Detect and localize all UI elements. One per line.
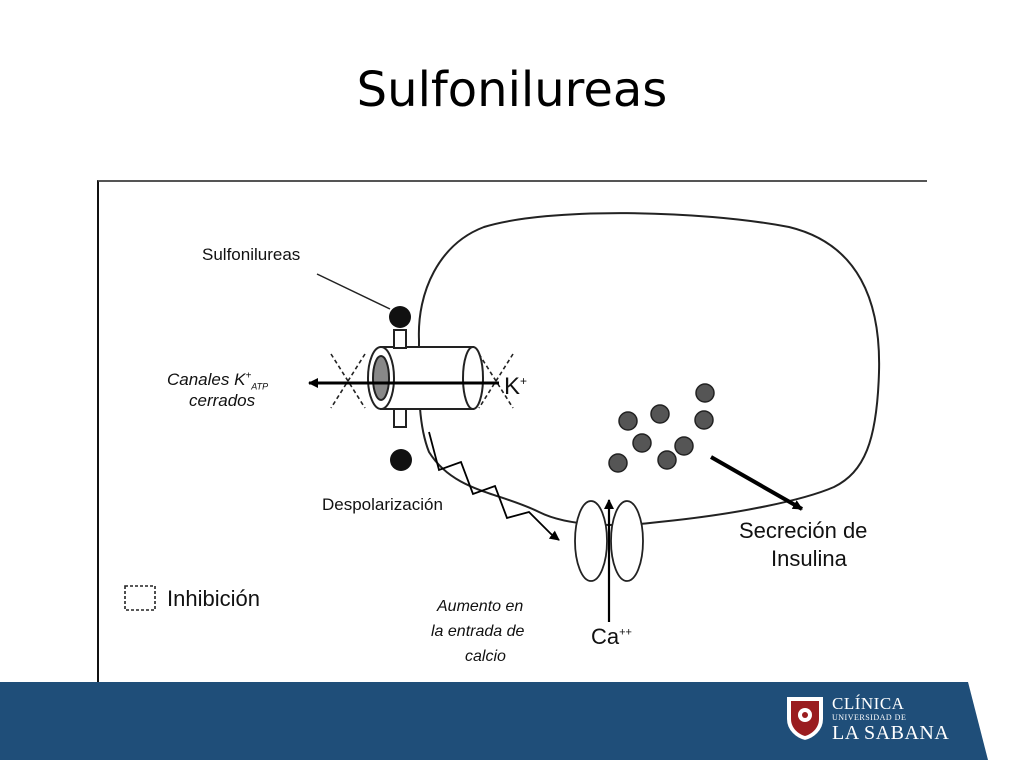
legend-dotted-box — [124, 585, 156, 611]
label-channel-sup: + — [245, 370, 252, 382]
label-channel-sub: ATP — [251, 381, 269, 392]
label-calcium-text: Ca — [591, 624, 620, 649]
label-secretion-line2: Insulina — [771, 546, 847, 571]
sulfonylurea-dot-bottom — [390, 449, 412, 471]
label-calcium: Ca++ — [591, 624, 632, 650]
inhibition-cross-left — [330, 353, 366, 409]
label-calcium-entry-line3: calcio — [465, 648, 506, 665]
label-drug: Sulfonilureas — [202, 245, 301, 264]
depolarization-arrow — [428, 431, 560, 541]
drug-pointer-line — [316, 273, 391, 310]
label-depolarization: Despolarización — [322, 495, 443, 514]
label-channel-closed: cerrados — [189, 391, 256, 410]
cell-membrane — [417, 212, 881, 526]
secretion-arrow — [710, 455, 803, 511]
logo-line2: UNIVERSIDAD DE — [832, 713, 907, 722]
logo-line1: CLÍNICA — [832, 694, 905, 713]
logo-line3: LA SABANA — [832, 722, 950, 744]
insulin-granules — [608, 383, 715, 473]
inhibition-cross-right — [478, 353, 514, 409]
label-calcium-entry-line2: la entrada de — [431, 623, 525, 640]
diagram-graphics — [124, 212, 881, 622]
katp-channel — [367, 329, 484, 428]
label-channel: Canales K+ATP — [167, 370, 268, 391]
slide-title: Sulfonilureas — [356, 62, 668, 118]
footer-band — [0, 682, 1024, 768]
label-potassium-text: K — [504, 373, 521, 400]
label-calcium-entry-line1: Aumento en — [437, 598, 524, 615]
sulfonylurea-dot-top — [389, 306, 411, 328]
label-channel-text: Canales K — [167, 370, 246, 389]
shield-icon — [785, 695, 825, 743]
label-potassium-sup: + — [520, 374, 528, 388]
legend-label: Inhibición — [167, 586, 260, 611]
clinic-logo — [783, 693, 973, 743]
label-calcium-sup: ++ — [619, 626, 632, 639]
label-potassium: K+ — [504, 373, 527, 401]
label-secretion-line1: Secreción de — [739, 518, 868, 543]
calcium-channel — [574, 500, 644, 582]
mechanism-diagram: Sulfonilureas Canales K+ATP cerrados K+ … — [97, 180, 927, 685]
